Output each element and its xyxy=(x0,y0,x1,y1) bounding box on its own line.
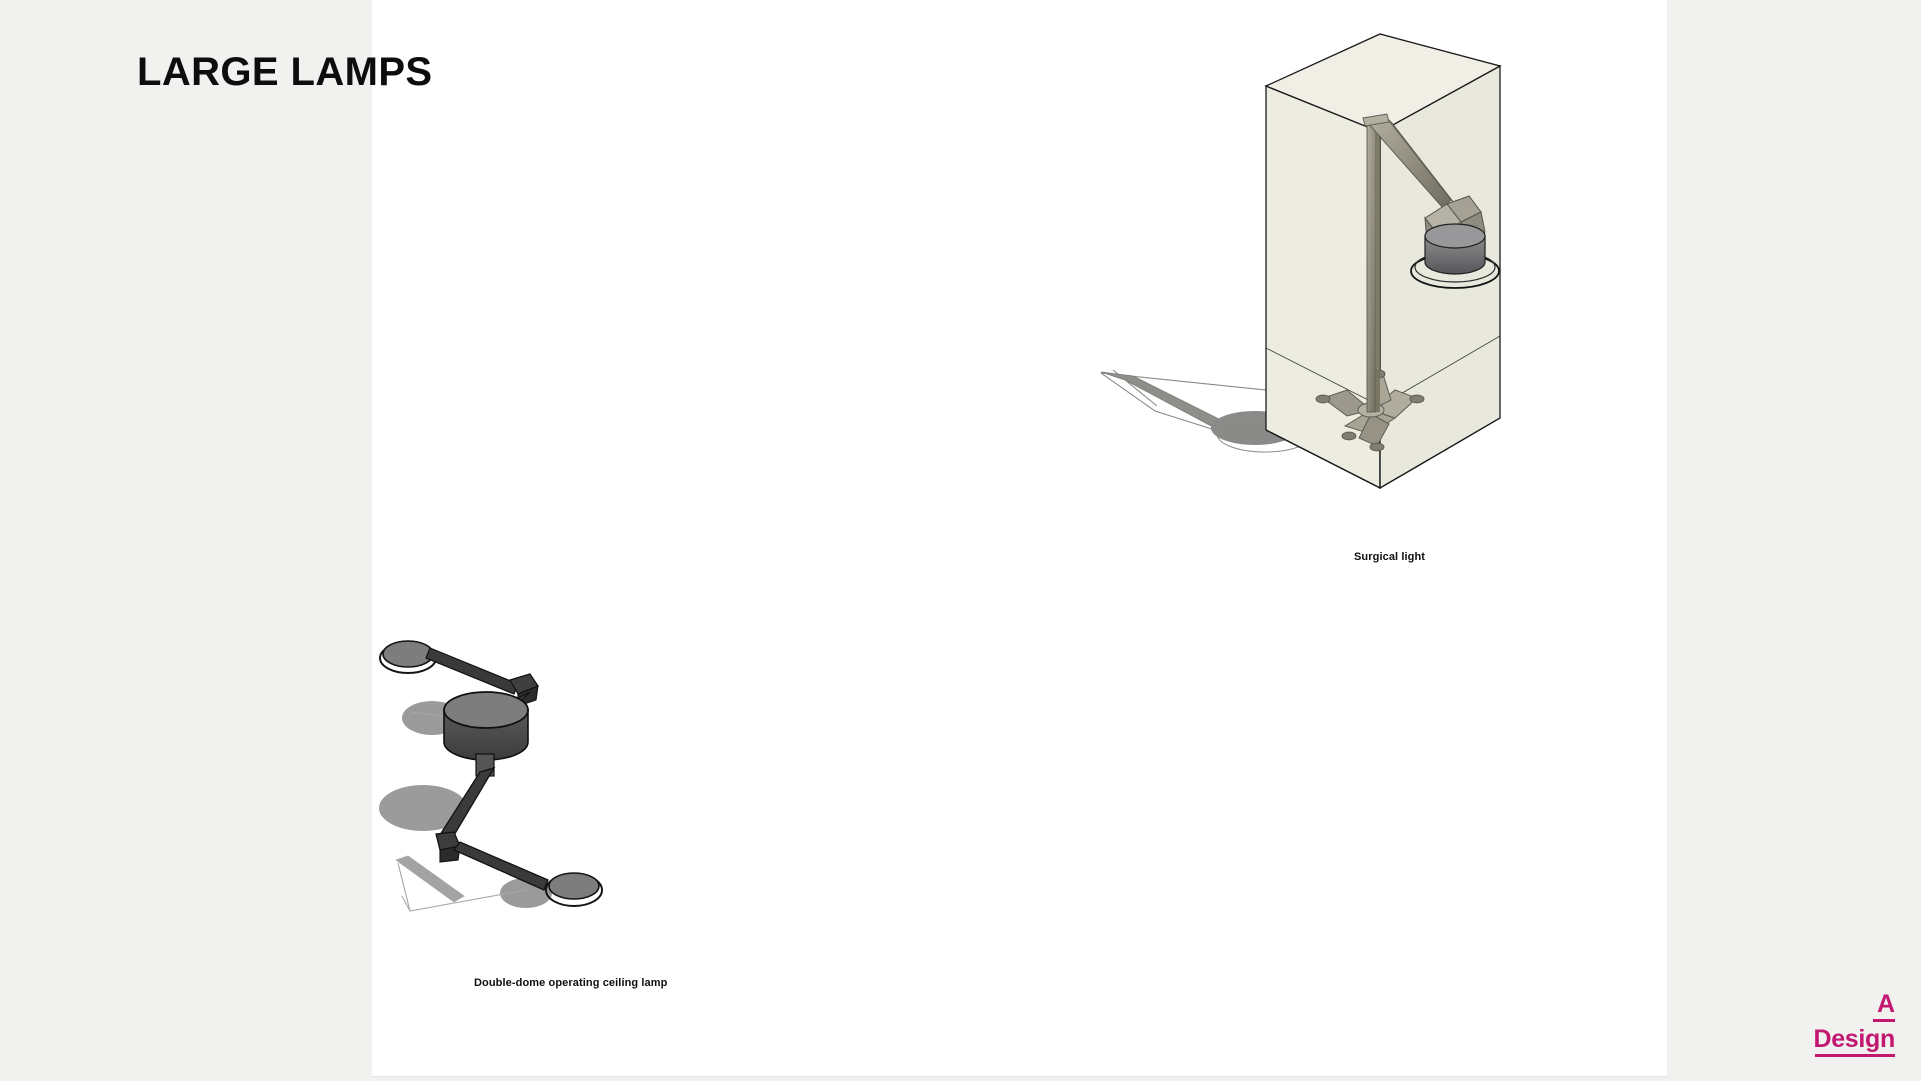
brand-logo[interactable]: A Design xyxy=(1795,992,1895,1057)
caption-double-dome-ceiling-lamp: Double-dome operating ceiling lamp xyxy=(474,977,668,989)
vertical-pole xyxy=(1366,121,1380,413)
figure-surgical-light xyxy=(1095,18,1545,530)
logo-rule-a xyxy=(1873,1019,1895,1022)
logo-line-design: Design xyxy=(1813,1025,1895,1053)
dome-upper xyxy=(379,640,519,695)
caption-surgical-light: Surgical light xyxy=(1354,551,1426,563)
joint-bottom xyxy=(435,831,461,863)
lamp-head xyxy=(1410,223,1500,289)
surgical-shadow-arm xyxy=(1100,371,1226,429)
page-title: LARGE LAMPS xyxy=(137,50,433,94)
bounding-box xyxy=(1264,33,1502,490)
lamp-arm xyxy=(1362,113,1456,209)
dome-lower xyxy=(452,841,603,907)
ceiling-lamp-shadows xyxy=(379,701,552,912)
figure-double-dome-ceiling-lamp xyxy=(368,628,648,978)
logo-line-a: A xyxy=(1876,990,1895,1018)
logo-rule-design xyxy=(1815,1054,1895,1057)
